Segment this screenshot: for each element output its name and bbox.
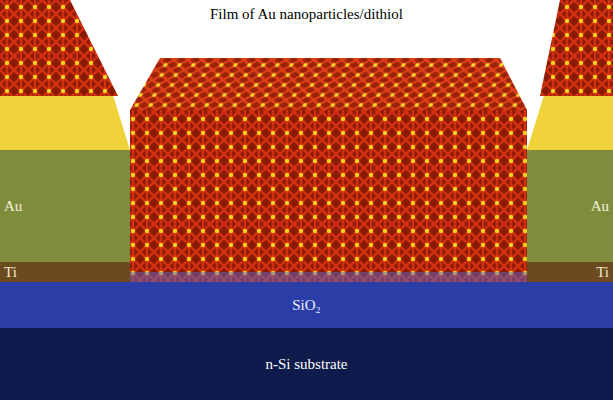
au-electrode: Au [527,150,613,262]
layer-label: Au [591,198,609,215]
layer-label: SiO₂ [292,297,321,314]
film-front-face [130,110,527,282]
film-label: Film of Au nanoparticles/dithiol [207,6,406,23]
ti-layer: Ti [527,262,613,282]
film-on-right-electrode [540,0,613,96]
layer-label: n-Si substrate [265,356,347,373]
film-top-face [130,58,527,110]
gold-top [0,92,130,150]
layer-label: Ti [596,264,609,281]
layer-label: Ti [4,264,17,281]
oxide-layer: SiO₂ [0,282,613,328]
film-on-left-electrode [0,0,118,96]
gold-top [527,92,613,150]
substrate-layer: n-Si substrate [0,328,613,400]
layer-label: Au [4,198,22,215]
film-base [130,272,527,282]
ti-layer: Ti [0,262,130,282]
au-electrode: Au [0,150,130,262]
